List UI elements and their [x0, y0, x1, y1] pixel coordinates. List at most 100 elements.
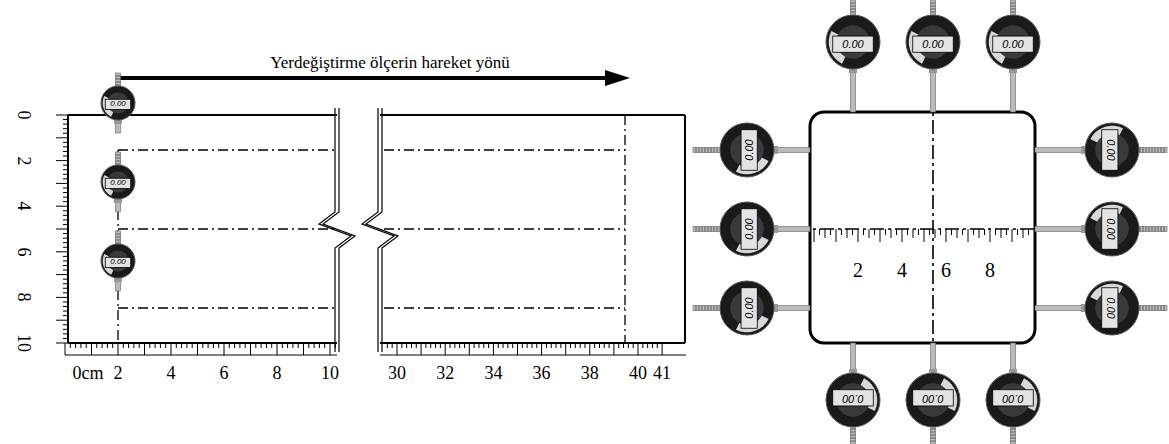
ruler-tick — [957, 229, 958, 238]
stem-grip — [1158, 306, 1159, 311]
stem-grip — [1158, 227, 1159, 232]
ruler-tick — [517, 343, 518, 355]
stem-grip — [116, 164, 121, 165]
ruler-tick — [63, 151, 68, 152]
stem-grip — [1146, 227, 1147, 232]
ruler-tick — [176, 343, 177, 348]
stem-grip — [714, 227, 715, 232]
stem-grip — [1011, 6, 1016, 7]
stem-grip — [1152, 306, 1153, 311]
ruler-tick — [56, 115, 68, 116]
ruler-tick — [181, 343, 182, 348]
ruler-tick — [133, 343, 134, 348]
stem-grip — [931, 435, 936, 436]
gauge-display — [1102, 130, 1118, 171]
ruler-tick — [197, 343, 198, 355]
stem-grip — [851, 432, 856, 433]
ruler-tick — [63, 233, 68, 234]
ruler-tick — [580, 343, 581, 348]
dial-gauge — [906, 0, 960, 112]
end-line — [624, 115, 625, 343]
gauge-display — [741, 130, 757, 171]
gauge-body — [826, 373, 880, 427]
dial-gauge — [906, 343, 960, 444]
ruler-tick — [841, 229, 842, 235]
break-line — [366, 108, 398, 352]
stem-grip — [1164, 306, 1165, 311]
ruler-tick — [56, 274, 68, 275]
ruler-tick — [186, 343, 187, 348]
stem-grip — [711, 306, 712, 311]
ruler-tick — [123, 343, 124, 348]
ruler-tick — [896, 229, 897, 235]
ruler-tick — [287, 343, 288, 348]
ruler-number: 34 — [484, 364, 502, 382]
ruler-tick — [599, 343, 600, 348]
stem-grip — [717, 227, 718, 232]
ruler-tick — [604, 343, 605, 348]
ruler-tick — [63, 265, 68, 266]
ruler-tick — [946, 229, 947, 242]
gauge-body — [101, 86, 135, 120]
stem-grip — [702, 227, 703, 232]
ruler-tick — [234, 343, 235, 348]
ruler-number: 32 — [436, 364, 454, 382]
ruler-number: 2 — [114, 364, 123, 382]
ruler-tick — [63, 197, 68, 198]
measurement-line — [118, 228, 335, 229]
ruler-tick — [556, 343, 557, 348]
gauge-face — [107, 92, 128, 113]
specimen-edge — [684, 115, 686, 343]
break-line — [319, 108, 351, 352]
stem-grip — [851, 429, 856, 430]
ruler-tick — [397, 343, 398, 355]
stem-grip — [696, 306, 697, 311]
ruler-tick — [478, 343, 479, 348]
ruler-tick — [56, 183, 68, 184]
measurement-line — [118, 307, 335, 308]
stem-grip — [931, 432, 936, 433]
dial-gauge — [1035, 123, 1167, 177]
centre-line — [932, 95, 934, 378]
stem-grip — [1161, 148, 1162, 153]
ruler-tick — [589, 343, 590, 355]
stem-grip — [116, 234, 121, 235]
ruler-tick — [885, 229, 886, 235]
ruler-tick — [990, 229, 991, 242]
ruler-tick — [503, 343, 504, 348]
ruler-tick — [63, 156, 68, 157]
ruler-tick — [512, 343, 513, 348]
ruler-tick — [63, 311, 68, 312]
ruler-tick — [880, 229, 881, 242]
gauge-display — [913, 36, 954, 52]
stem-grip — [931, 3, 936, 4]
stem-grip — [705, 227, 706, 232]
stem-grip — [714, 148, 715, 153]
ruler-tick — [63, 224, 68, 225]
ruler-tick — [565, 343, 566, 355]
ruler-tick — [292, 343, 293, 348]
ruler-tick — [56, 160, 68, 161]
ruler-number: 10 — [321, 364, 339, 382]
ruler-tick — [918, 229, 919, 235]
ruler-number: 6 — [220, 364, 229, 382]
measurement-line — [384, 149, 625, 150]
gauge-reading: 0.00 — [842, 39, 863, 50]
direction-label: Yerdeğiştirme ölçerin hareket yönü — [270, 54, 510, 71]
ruler-tick — [144, 343, 145, 355]
ruler-tick — [609, 343, 610, 348]
stem-grip — [116, 240, 121, 241]
gauge-reading: 0.00 — [1002, 39, 1023, 50]
ruler-tick — [149, 343, 150, 348]
stem-grip — [851, 9, 856, 10]
ruler-tick — [995, 229, 996, 235]
ruler-tick — [112, 343, 113, 348]
ruler-tick — [128, 343, 129, 348]
gauge-display — [833, 390, 874, 406]
stem-grip — [1155, 306, 1156, 311]
ruler-number: 41 — [653, 364, 671, 382]
ruler-tick — [96, 343, 97, 348]
ruler-tick — [63, 256, 68, 257]
ruler-tick — [450, 343, 451, 348]
dial-gauge — [1035, 202, 1167, 256]
